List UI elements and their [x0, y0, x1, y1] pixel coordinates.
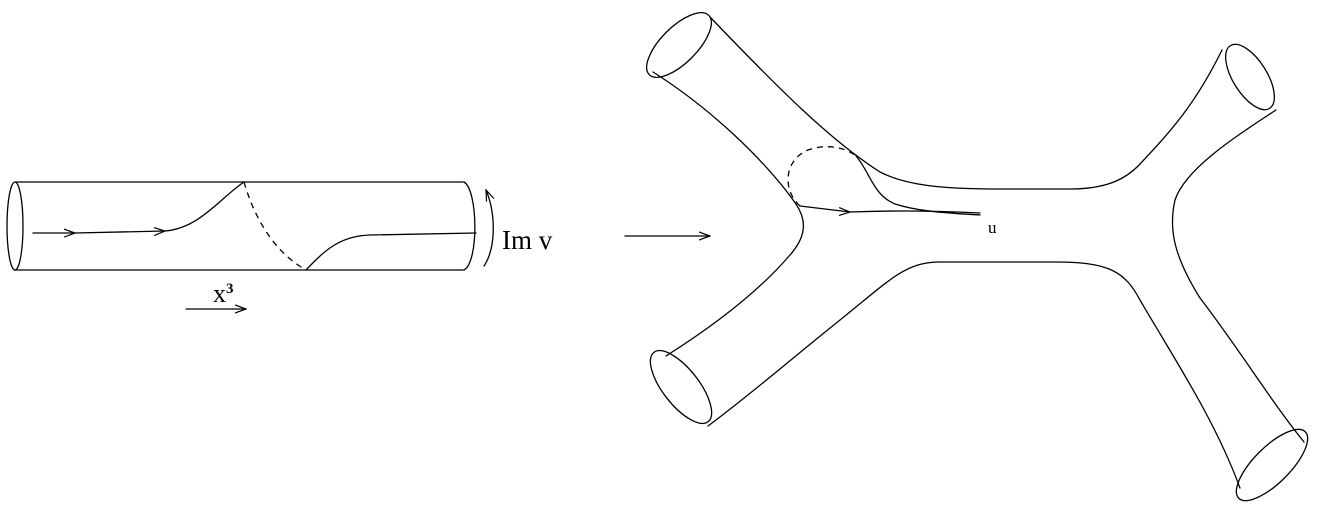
flow-line-before [32, 181, 245, 233]
tube-end-bottom-left [649, 349, 713, 425]
flow-line-u [799, 205, 981, 213]
u-label: u [988, 218, 997, 237]
surface-outline-left [652, 71, 804, 357]
cylinder-right-end [463, 181, 476, 271]
im-v-label: Im v [502, 225, 553, 255]
inner-flow-curve [855, 155, 981, 216]
surface-outline-right [1171, 109, 1305, 443]
tube-end-top-right [1225, 43, 1275, 111]
flow-line-hidden-segment [243, 181, 307, 271]
cylinder-left-end [6, 181, 24, 271]
im-v-arrow [483, 190, 493, 267]
tube-end-top-left [646, 12, 712, 78]
hidden-arc [787, 146, 857, 207]
flow-line-after [305, 232, 477, 271]
tube-end-bottom-right [1235, 428, 1309, 502]
x3-label: x3 [213, 279, 234, 308]
surface-outline-top [709, 16, 1223, 190]
junction-figure: u [646, 12, 1309, 502]
surface-outline-bottom [707, 261, 1241, 489]
cylinder-figure: Im v x3 [6, 181, 553, 309]
